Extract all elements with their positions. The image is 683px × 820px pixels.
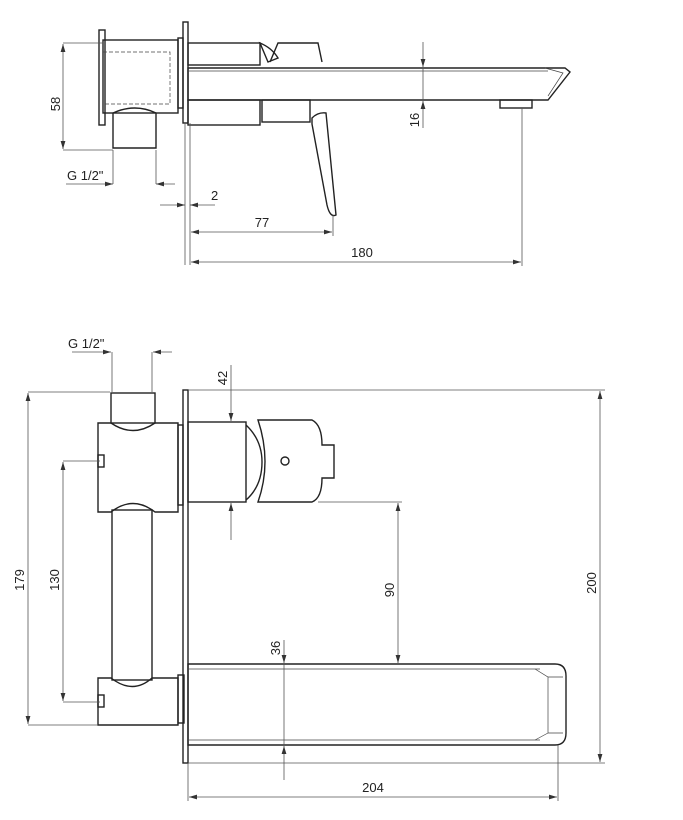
dim-label-2: 2 <box>211 188 218 203</box>
dim-label-g12-side: G 1/2" <box>67 168 104 183</box>
lever-handle <box>311 112 337 217</box>
dim-90: 90 <box>318 501 402 663</box>
dim-g12-side: G 1/2" <box>66 150 175 187</box>
wall-plate-front <box>182 389 189 764</box>
mounting-box <box>98 29 179 149</box>
dim-16: 16 <box>407 42 426 128</box>
dim-42: 42 <box>215 365 234 540</box>
dim-58: 58 <box>48 42 113 151</box>
dim-200: 200 <box>188 389 605 764</box>
dim-label-g12-front: G 1/2" <box>68 336 105 351</box>
spout <box>187 67 571 109</box>
dim-36: 36 <box>268 640 287 780</box>
dim-204: 204 <box>187 745 559 801</box>
dim-2: 2 <box>160 123 218 265</box>
dim-77: 77 <box>191 215 334 236</box>
side-view: 58 G 1/2" 2 77 180 <box>48 21 571 266</box>
dim-label-58: 58 <box>48 97 63 111</box>
valve-body-front <box>187 419 335 503</box>
dim-180: 180 <box>191 108 523 266</box>
dim-label-36: 36 <box>268 641 283 655</box>
front-view: G 1/2" 42 90 200 179 130 <box>12 336 605 801</box>
dim-label-42: 42 <box>215 371 230 385</box>
dim-label-77: 77 <box>255 215 269 230</box>
dim-label-16: 16 <box>407 113 422 127</box>
dim-label-179: 179 <box>12 569 27 591</box>
dim-g12-front: G 1/2" <box>68 336 172 392</box>
wall-plate <box>177 21 189 124</box>
dim-label-204: 204 <box>362 780 384 795</box>
dim-label-180: 180 <box>351 245 373 260</box>
spout-front <box>187 663 567 746</box>
dim-label-200: 200 <box>584 572 599 594</box>
valve-body <box>187 41 323 126</box>
dim-label-130: 130 <box>47 569 62 591</box>
dim-130: 130 <box>47 460 100 703</box>
dim-label-90: 90 <box>382 583 397 597</box>
dim-179: 179 <box>12 391 110 726</box>
mounting-box-front <box>97 392 185 726</box>
